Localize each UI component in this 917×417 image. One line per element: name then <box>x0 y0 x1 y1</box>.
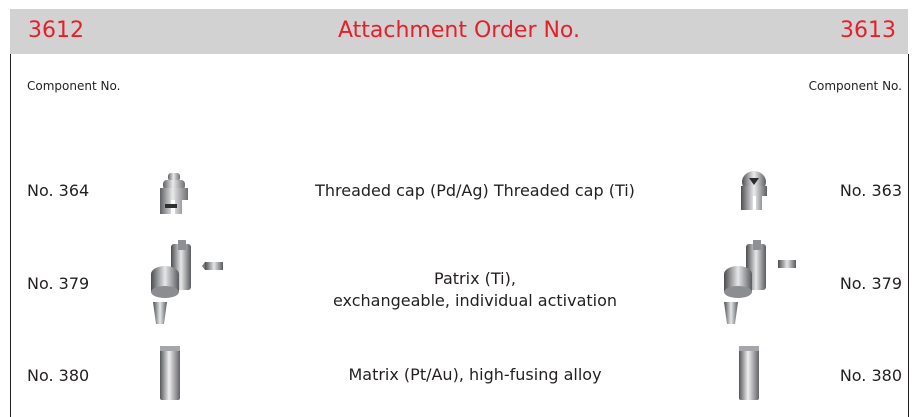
description-line: Matrix (Pt/Au), high-fusing alloy <box>348 365 602 384</box>
row-1-description: Threaded cap (Pd/Ag) Threaded cap (Ti) <box>250 180 700 202</box>
row-3-left-no: No. 380 <box>27 366 90 385</box>
description-line: Patrix (Ti), <box>434 269 516 288</box>
matrix-pt-au-icon <box>157 344 183 406</box>
row-3-description: Matrix (Pt/Au), high-fusing alloy <box>250 364 700 386</box>
component-no-label-right: Component No. <box>808 79 902 93</box>
header-bar: 3612 Attachment Order No. 3613 <box>10 9 908 54</box>
row-2-left-no: No. 379 <box>27 274 90 293</box>
row-2-right-no: No. 379 <box>839 274 902 293</box>
description-line: exchangeable, individual activation <box>332 291 618 310</box>
row-1-left-no: No. 364 <box>27 181 90 200</box>
patrix-ti-with-screws-icon <box>716 240 798 330</box>
row-2-description: Patrix (Ti), exchangeable, individual ac… <box>250 268 700 312</box>
header-title: Attachment Order No. <box>338 18 580 43</box>
row-3-right-no: No. 380 <box>839 366 902 385</box>
description-line: Threaded cap (Pd/Ag) Threaded cap (Ti) <box>315 181 635 200</box>
order-number-left: 3612 <box>28 18 84 43</box>
patrix-ti-with-screws-icon <box>145 240 227 330</box>
threaded-cap-ti-icon <box>736 168 772 218</box>
order-number-right: 3613 <box>840 18 896 43</box>
threaded-cap-pd-ag-icon <box>155 170 193 222</box>
row-1-right-no: No. 363 <box>839 181 902 200</box>
table-frame <box>10 54 909 417</box>
matrix-pt-au-icon <box>736 344 762 406</box>
component-no-label-left: Component No. <box>27 79 121 93</box>
